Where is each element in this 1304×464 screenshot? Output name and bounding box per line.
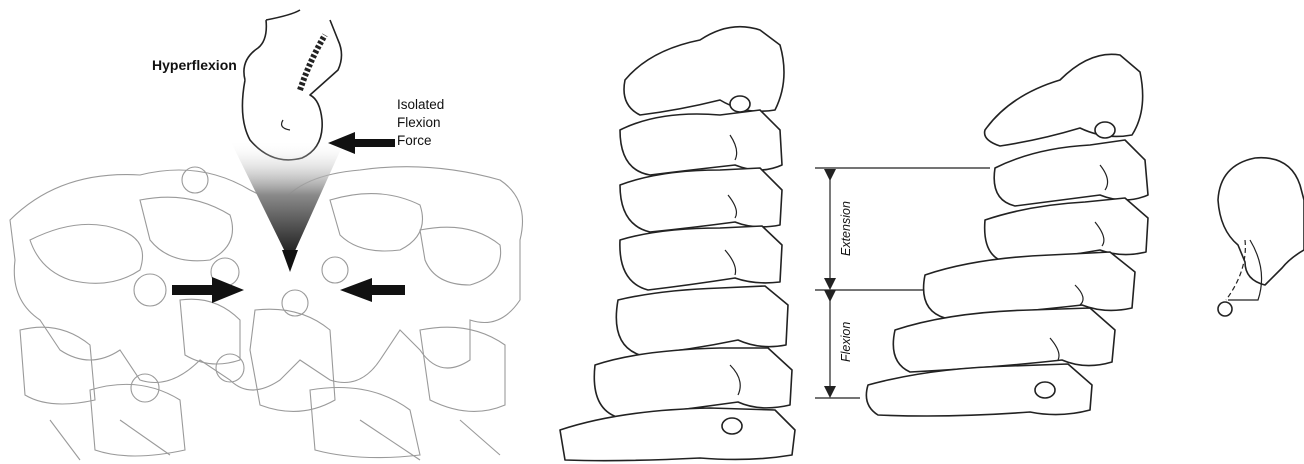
head-neck-schematic: [1218, 158, 1304, 316]
force-cone: [230, 140, 345, 262]
downward-force-arrow: [282, 250, 298, 272]
force-label-line-2: Flexion: [397, 115, 441, 130]
cervical-spine-extended: [866, 54, 1148, 416]
extension-label: Extension: [839, 201, 853, 256]
head-hyperflexion-illustration: [242, 10, 341, 160]
force-label-line-1: Isolated: [397, 97, 444, 112]
flexion-label: Flexion: [839, 322, 853, 362]
right-compression-arrow: [340, 278, 405, 302]
cervical-spine-flexed: [560, 27, 795, 461]
force-label-line-3: Force: [397, 133, 432, 148]
scrum-panel: Hyperflexion Isolated Flexion Force: [10, 10, 523, 460]
hyperflexion-title: Hyperflexion: [152, 57, 237, 73]
